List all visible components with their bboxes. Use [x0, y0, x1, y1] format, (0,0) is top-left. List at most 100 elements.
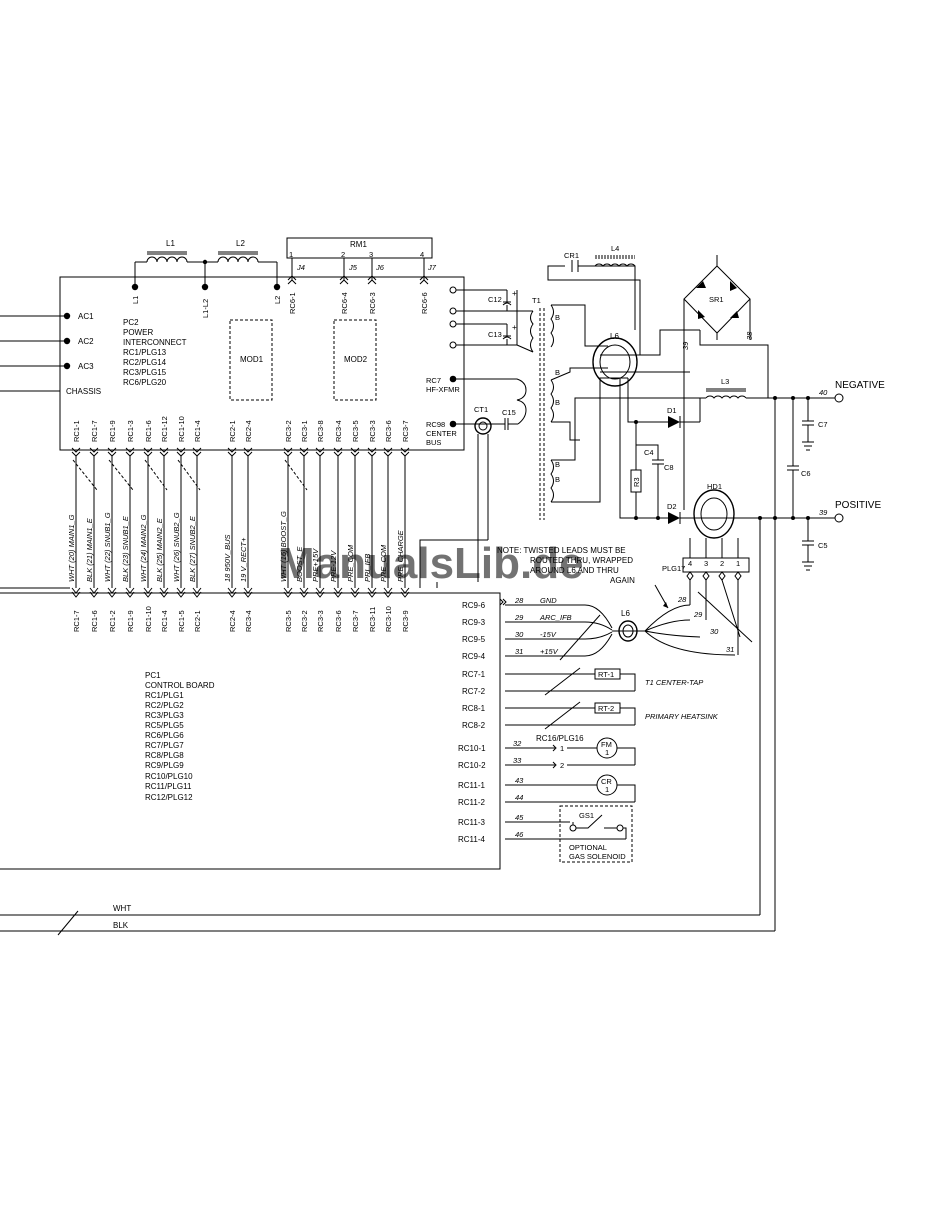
pin-chevron: [159, 447, 169, 457]
ac2-terminal: [63, 337, 71, 345]
svg-text:-15V: -15V: [540, 630, 557, 639]
pc1-pin-label: RC3-5: [284, 610, 293, 632]
svg-text:OPTIONAL: OPTIONAL: [569, 843, 607, 852]
svg-text:WHT: WHT: [113, 904, 131, 913]
svg-text:B: B: [555, 460, 560, 469]
svg-text:RC7-2: RC7-2: [462, 687, 486, 696]
svg-text:RC12/PLG12: RC12/PLG12: [145, 793, 193, 802]
pin-chevron: [227, 447, 237, 457]
harness-label: PRE_CHARGE: [396, 529, 405, 582]
svg-text:+: +: [512, 289, 517, 298]
svg-text:C6: C6: [801, 469, 811, 478]
svg-text:RC10-1: RC10-1: [458, 744, 486, 753]
pc2-board-label: PC2 POWER INTERCONNECT RC1/PLG13 RC2/PLG…: [123, 318, 187, 387]
pc1-right-connectors: RC9-6 RC9-3 RC9-5 RC9-4 28 GND 29 ARC_IF…: [458, 596, 736, 863]
harness-label: 18 950V_BUS: [223, 534, 232, 582]
svg-text:L3: L3: [721, 377, 729, 386]
pc1-pin-label: RC2-4: [228, 610, 237, 632]
pc2-pin-label: RC3-2: [284, 420, 293, 442]
harness-label: 19 V_RECT+: [239, 537, 248, 582]
pc2-right-terminals: RC7 HF-XFMR RC98 CENTER BUS: [426, 286, 460, 447]
pin-chevron: [71, 447, 81, 457]
svg-text:1: 1: [605, 785, 609, 794]
svg-text:SR1: SR1: [709, 295, 724, 304]
harness-label: WHT (20) MAIN1_G: [67, 514, 76, 582]
twisted-pair-mark: [284, 459, 308, 491]
svg-text:+15V: +15V: [540, 647, 559, 656]
svg-text:INTERCONNECT: INTERCONNECT: [123, 338, 187, 347]
twisted-pair-mark: [177, 459, 201, 491]
harness-label: PRE-12V: [329, 550, 338, 582]
pc1-pin-label: RC3-3: [316, 610, 325, 632]
svg-text:31: 31: [726, 645, 734, 654]
pc1-pin-label: RC3-2: [300, 610, 309, 632]
svg-text:RC5/PLG5: RC5/PLG5: [145, 721, 184, 730]
pc2-pin-label: RC3-7: [401, 420, 410, 442]
svg-text:B: B: [555, 368, 560, 377]
svg-text:T1 CENTER-TAP: T1 CENTER-TAP: [645, 678, 703, 687]
svg-text:32: 32: [513, 739, 522, 748]
svg-text:RC6/PLG6: RC6/PLG6: [145, 731, 184, 740]
svg-text:L6: L6: [621, 609, 630, 618]
svg-text:1: 1: [289, 250, 293, 259]
svg-text:RC10-2: RC10-2: [458, 761, 486, 770]
pc2-pin-label: RC3-5: [351, 420, 360, 442]
harness-label: PRE_COM: [379, 544, 388, 582]
pc1-pin-label: RC1-5: [177, 610, 186, 632]
svg-text:30: 30: [710, 627, 719, 636]
pc2-pin-label: RC1-1: [72, 420, 81, 442]
svg-text:39: 39: [819, 508, 828, 517]
svg-text:RC9-5: RC9-5: [462, 635, 486, 644]
svg-text:RC10/PLG10: RC10/PLG10: [145, 772, 193, 781]
svg-text:D1: D1: [667, 406, 677, 415]
output-section: C12 C13 + + C15 CT1 T1 B B B B B: [419, 244, 885, 931]
pc1-pin-label: RC1-6: [90, 610, 99, 632]
pc1-pin-label: RC3-9: [401, 610, 410, 632]
rc98-label: RC98: [426, 420, 445, 429]
svg-text:RM1: RM1: [350, 240, 367, 249]
mod2-box: [333, 319, 377, 401]
twisted-pair-mark: [108, 459, 134, 491]
inductor-l2: L2: [204, 239, 278, 287]
twisted-pair-mark: [144, 459, 168, 491]
svg-text:2: 2: [560, 761, 564, 770]
l1-terminal: [131, 283, 139, 291]
pc2-pin-label: RC3-1: [300, 420, 309, 442]
svg-text:RC1/PLG1: RC1/PLG1: [145, 691, 184, 700]
pin-chevron: [283, 447, 293, 457]
svg-text:RC2/PLG2: RC2/PLG2: [145, 701, 184, 710]
note-twisted-leads: NOTE: TWISTED LEADS MUST BE ROUTED THRU,…: [497, 546, 635, 585]
svg-text:AROUND L6 AND THRU: AROUND L6 AND THRU: [530, 566, 619, 575]
pin-chevron: [143, 447, 153, 457]
svg-text:C15: C15: [502, 408, 516, 417]
svg-text:PRIMARY HEATSINK: PRIMARY HEATSINK: [645, 712, 719, 721]
svg-text:J6: J6: [375, 263, 385, 272]
svg-text:C5: C5: [818, 541, 828, 550]
svg-text:GND: GND: [540, 596, 557, 605]
l2-label: L2: [236, 239, 245, 248]
svg-text:CR: CR: [601, 777, 612, 786]
svg-text:POSITIVE: POSITIVE: [835, 500, 881, 511]
pin-chevron: [107, 447, 117, 457]
harness-label: BLK (23) SNUB1_E: [121, 515, 130, 582]
pc2-pin-label: RC1-3: [126, 420, 135, 442]
svg-text:30: 30: [515, 630, 524, 639]
pc2-pin-label: RC3-3: [368, 420, 377, 442]
svg-text:RT-1: RT-1: [598, 670, 614, 679]
pc2-board-outline: [59, 276, 465, 451]
svg-text:CHASSIS: CHASSIS: [66, 387, 101, 396]
svg-text:B: B: [555, 475, 560, 484]
pin-chevron: [333, 447, 343, 457]
svg-text:D2: D2: [667, 502, 677, 511]
mod2-label: MOD2: [344, 355, 368, 364]
pc1-pin-label: RC3-11: [368, 607, 377, 632]
svg-text:L6: L6: [610, 332, 619, 341]
pc1-pin-label: RC1-9: [126, 610, 135, 632]
harness-label: PRI_IFB: [363, 554, 372, 582]
pin-chevron: [243, 447, 253, 457]
svg-text:C7: C7: [818, 420, 828, 429]
harness-label: PRE_COM: [346, 544, 355, 582]
